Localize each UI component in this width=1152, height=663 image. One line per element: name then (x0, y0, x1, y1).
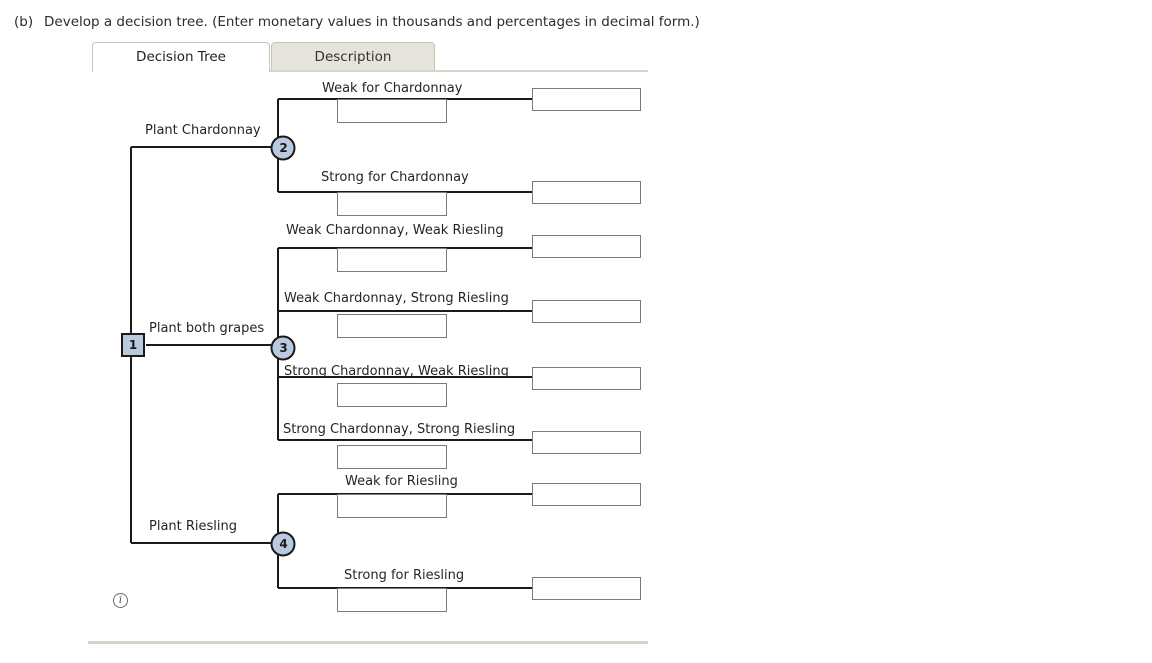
bottom-divider (88, 641, 648, 644)
payoff-input-weak-riesling[interactable] (532, 483, 641, 506)
probability-input-weak-riesling[interactable] (337, 494, 447, 518)
payoff-input-weak-chardonnay[interactable] (532, 88, 641, 111)
probability-input-weak-chard-weak-ries[interactable] (337, 248, 447, 272)
branch-label-weak-chard-weak-ries: Weak Chardonnay, Weak Riesling (286, 223, 504, 238)
branch-label-strong-chard-strong-ries: Strong Chardonnay, Strong Riesling (283, 422, 516, 437)
probability-input-strong-chardonnay[interactable] (337, 192, 447, 216)
question-number: (b) (14, 14, 34, 30)
branch-label-weak-chard-strong-ries: Weak Chardonnay, Strong Riesling (284, 291, 509, 306)
branch-label-strong-chard-weak-ries: Strong Chardonnay, Weak Riesling (284, 364, 509, 379)
branch-label-strong-chardonnay: Strong for Chardonnay (321, 170, 469, 185)
probability-input-strong-chard-weak-ries[interactable] (337, 383, 447, 407)
info-icon[interactable]: i (113, 593, 128, 608)
tabstrip-underline (92, 70, 648, 72)
branch-label-plant-chardonnay: Plant Chardonnay (145, 123, 261, 138)
branch-label-weak-chardonnay: Weak for Chardonnay (322, 81, 463, 96)
tab-decision-tree[interactable]: Decision Tree (92, 42, 270, 72)
probability-input-weak-chard-strong-ries[interactable] (337, 314, 447, 338)
payoff-input-weak-chard-strong-ries[interactable] (532, 300, 641, 323)
chance-node-3[interactable] (270, 335, 296, 361)
chance-node-4[interactable] (270, 531, 296, 557)
decision-node-1[interactable] (121, 333, 145, 357)
payoff-input-strong-riesling[interactable] (532, 577, 641, 600)
question-header: (b) Develop a decision tree. (Enter monet… (14, 14, 700, 30)
tab-description[interactable]: Description (271, 42, 435, 70)
branch-label-plant-riesling: Plant Riesling (149, 519, 238, 534)
probability-input-weak-chardonnay[interactable] (337, 99, 447, 123)
payoff-input-strong-chard-weak-ries[interactable] (532, 367, 641, 390)
branch-label-plant-both-grapes: Plant both grapes (149, 321, 265, 336)
branch-label-strong-riesling: Strong for Riesling (344, 568, 465, 583)
probability-input-strong-chard-strong-ries[interactable] (337, 445, 447, 469)
tabstrip: Decision Tree Description (92, 42, 648, 72)
payoff-input-strong-chardonnay[interactable] (532, 181, 641, 204)
payoff-input-strong-chard-strong-ries[interactable] (532, 431, 641, 454)
chance-node-2[interactable] (270, 135, 296, 161)
branch-label-weak-riesling: Weak for Riesling (345, 474, 458, 489)
question-text: Develop a decision tree. (Enter monetary… (44, 14, 700, 30)
payoff-input-weak-chard-weak-ries[interactable] (532, 235, 641, 258)
probability-input-strong-riesling[interactable] (337, 588, 447, 612)
